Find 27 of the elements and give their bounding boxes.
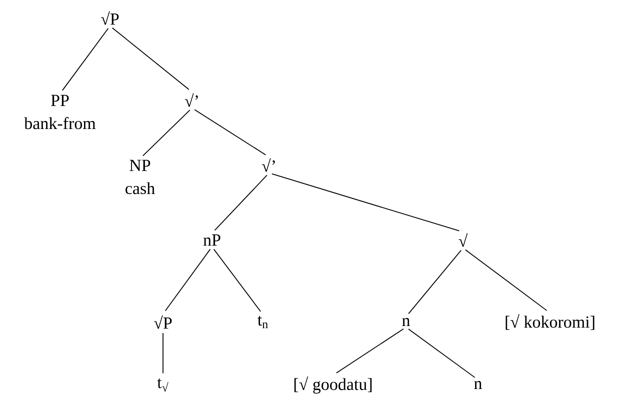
- tree-label: √P: [101, 11, 119, 25]
- branch-line: [164, 248, 211, 312]
- tree-label: [√ kokoromi]: [506, 314, 594, 330]
- tree-label: √’: [262, 158, 275, 172]
- branch-line: [336, 328, 404, 374]
- branch-line: [464, 249, 548, 311]
- tree-label: √P: [154, 315, 172, 329]
- branch-line: [112, 27, 190, 90]
- tree-label: t$_{√}$: [157, 378, 168, 392]
- tree-label: n: [474, 381, 482, 389]
- branch-line: [213, 248, 262, 312]
- branch-line: [214, 174, 268, 231]
- branch-line: [194, 109, 266, 156]
- tree-label: PP bank-from: [24, 94, 96, 130]
- branch-line: [408, 328, 476, 378]
- tree-label: n: [402, 318, 410, 326]
- tree-label: [√ goodatu]: [294, 376, 372, 394]
- tree-label: NP cash: [126, 160, 155, 194]
- branch-line: [162, 332, 164, 374]
- tree-label: √’: [184, 93, 198, 107]
- branch-line: [62, 28, 109, 91]
- branch-line: [271, 173, 460, 232]
- tree-label: nP: [203, 234, 220, 246]
- tree-label: √: [458, 233, 468, 247]
- tree-label: t$_{n}$: [258, 316, 268, 328]
- branch-line: [408, 250, 462, 314]
- branch-line: [142, 110, 190, 156]
